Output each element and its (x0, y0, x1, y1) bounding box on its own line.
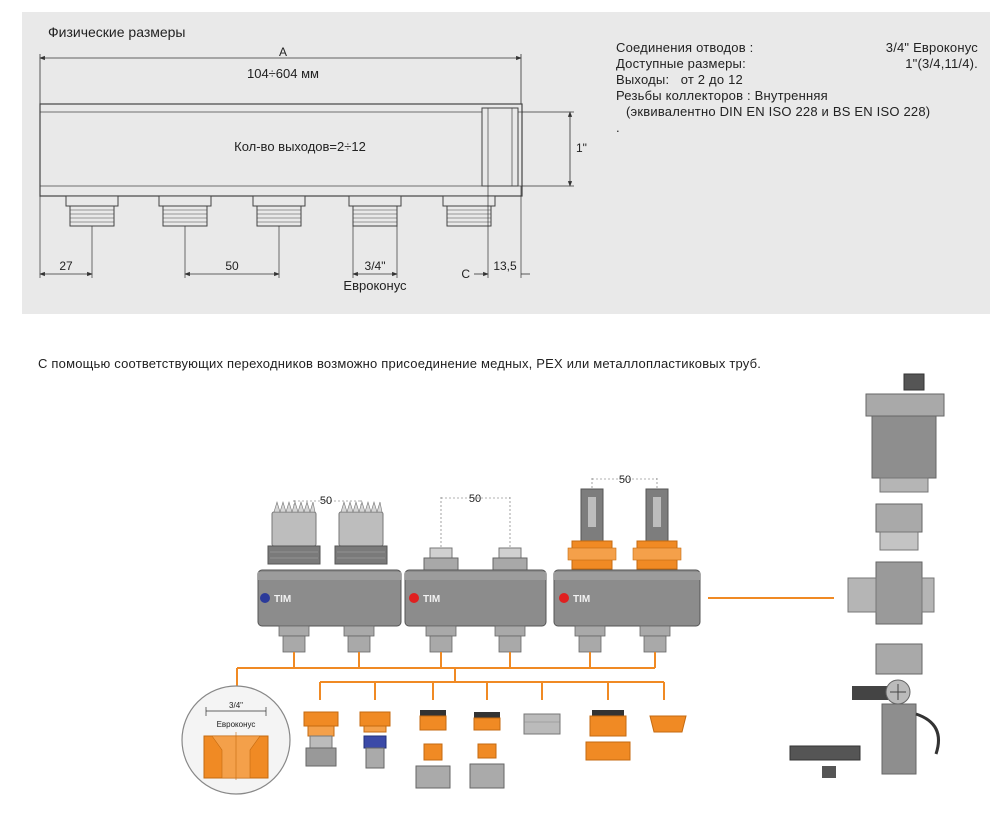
dim-a-range: 104÷604 мм (247, 66, 319, 81)
eurocone-detail: 3/4" Евроконус (181, 685, 291, 795)
thermostat-head-right (334, 500, 388, 565)
manifold-module-3: TIM (553, 569, 701, 627)
panel-title: Физические размеры (48, 24, 186, 40)
end-assembly (789, 373, 945, 778)
outlet-nipple (158, 195, 212, 227)
red-dot-icon (559, 593, 569, 603)
thermostat-head-left (267, 500, 321, 565)
spacing-label-3: 50 (619, 474, 631, 486)
spec-dot: . (616, 120, 620, 135)
fitting-items (303, 710, 687, 789)
outlet-nipples (65, 195, 496, 227)
flow-meter-left (567, 488, 617, 570)
detail-size-label: 3/4" (229, 701, 243, 710)
spec-sizes-label: Доступные размеры: (616, 56, 746, 71)
outlet-nipple (65, 195, 119, 227)
manifold-assembly: 50 50 50 (181, 373, 945, 795)
spacing-label-1: 50 (320, 495, 332, 507)
tee-fitting (847, 561, 935, 625)
spec-sizes-value: 1"(3/4,11/4). (905, 56, 978, 71)
spec-threads-note: (эквивалентно DIN EN ISO 228 и BS EN ISO… (626, 104, 931, 119)
outlets-count-label: Кол-во выходов=2÷12 (234, 139, 366, 154)
fitting-copper-adapter-2 (469, 712, 505, 789)
brand-label-2: TIM (423, 594, 440, 605)
bottom-nipples (278, 625, 671, 653)
red-dot-icon (409, 593, 419, 603)
fitting-gasket (649, 715, 687, 733)
dim-27-label: 27 (59, 259, 73, 273)
manifold-body-outline (39, 103, 523, 197)
spec-sizes: Доступные размеры: 1"(3/4,11/4). (616, 56, 978, 72)
air-vent (865, 373, 945, 493)
outlet-nipple (252, 195, 306, 227)
valve-cap-left (423, 547, 459, 571)
spacing-label-2: 50 (469, 493, 481, 505)
brand-label-3: TIM (573, 594, 590, 605)
dim-thread-type: Евроконус (343, 278, 407, 293)
drain-valve (789, 643, 940, 778)
dim-a-label: A (279, 45, 287, 59)
spec-connections-label: Соединения отводов : (616, 40, 754, 55)
fitting-pex-adapter (359, 711, 391, 769)
dim-c-label: C (461, 267, 470, 281)
caption-text: С помощью соответствующих переходников в… (38, 356, 762, 371)
connector-lines (236, 597, 834, 700)
dim-height-label: 1" (576, 141, 587, 155)
dim-50-label: 50 (225, 259, 239, 273)
dim-thread-label: 3/4" (365, 259, 386, 273)
manifold-dimension-drawing: A 104÷604 мм Кол-во выходов=2÷12 1" (39, 45, 587, 293)
spec-connections-value: 3/4" Евроконус (885, 40, 978, 55)
spec-threads: Резьбы коллекторов : Внутренняя (616, 88, 828, 103)
valve-cap-right (492, 547, 528, 571)
manifold-module-1: TIM (257, 569, 402, 627)
specs-block: Соединения отводов : 3/4" Евроконус Дост… (616, 40, 978, 136)
outlet-nipple (348, 195, 402, 227)
reducer-nipple (875, 503, 923, 551)
outlet-nipple (442, 195, 496, 227)
fitting-copper-adapter-1 (415, 710, 451, 789)
fitting-brass-adapter (303, 711, 339, 767)
fitting-plug (523, 713, 561, 735)
detail-type-label: Евроконус (217, 720, 256, 729)
fitting-union (585, 710, 631, 761)
spec-connections: Соединения отводов : 3/4" Евроконус (616, 40, 978, 56)
dim-13-5-label: 13,5 (493, 259, 517, 273)
manifold-module-2: TIM (404, 569, 547, 627)
spec-outputs: Выходы: от 2 до 12 (616, 72, 743, 87)
brand-label-1: TIM (274, 594, 291, 605)
flow-meter-right (632, 488, 682, 570)
blue-dot-icon (260, 593, 270, 603)
